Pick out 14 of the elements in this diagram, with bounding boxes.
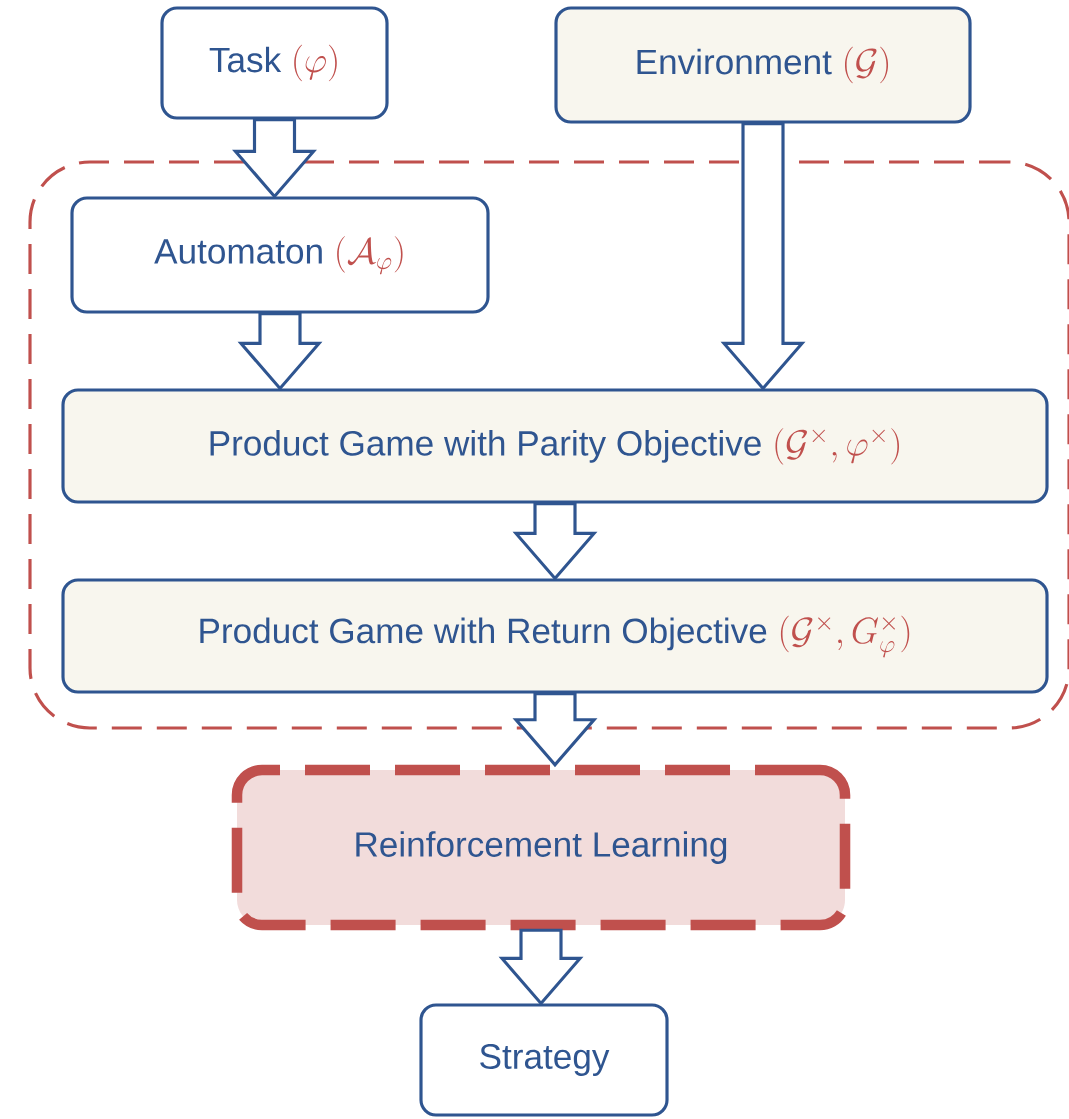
block-arrow	[232, 118, 317, 199]
block-arrow	[720, 122, 806, 391]
process-box: Automaton $(\mathcal{A}_{\varphi})$	[70, 196, 490, 314]
process-box: Task $(\varphi)$	[160, 6, 389, 120]
dashed-region	[28, 160, 1069, 730]
process-box: Strategy	[419, 1003, 669, 1117]
process-box: Product Game with Parity Objective $(\mathcal{G}^{\times}, \varphi^{\times})$	[61, 388, 1049, 504]
block-arrow	[498, 928, 584, 1006]
block-arrow	[512, 692, 598, 768]
block-arrow	[237, 312, 323, 391]
process-box: Environment $(\mathcal{G})$	[554, 6, 972, 124]
process-box: Reinforcement Learning	[231, 764, 851, 931]
block-arrow	[512, 502, 598, 581]
process-box: Product Game with Return Objective $(\mathcal{G}^{\times}, G_{\varphi}^{\times})$	[61, 578, 1049, 694]
